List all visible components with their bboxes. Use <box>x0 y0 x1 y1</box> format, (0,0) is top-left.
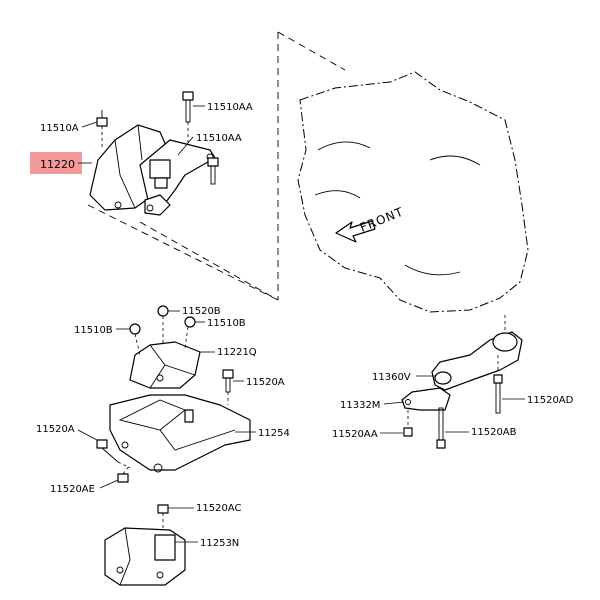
label-11520A-left: 11520A <box>36 424 75 435</box>
label-11360V: 11360V <box>372 372 411 383</box>
engine-outline <box>297 71 529 313</box>
bolt-11520AB <box>436 407 446 449</box>
bolt-11510AA-top <box>182 91 194 145</box>
label-11520AE: 11520AE <box>50 484 95 495</box>
part-11221Q-mount <box>129 341 201 389</box>
bolt-11520AA <box>403 410 413 437</box>
bolt-11520A-right <box>222 369 234 405</box>
label-11510B-right: 11510B <box>207 318 246 329</box>
part-11332M-bracket <box>401 387 451 411</box>
label-11520B: 11520B <box>182 306 221 317</box>
bolt-11510A <box>96 110 108 150</box>
label-11253N: 11253N <box>200 538 239 549</box>
bolt-11520A-left <box>96 439 131 469</box>
bolt-11520AE <box>117 464 131 483</box>
label-11510AA-top: 11510AA <box>207 102 253 113</box>
label-11520AB: 11520AB <box>471 427 517 438</box>
label-11510AA-mid: 11510AA <box>196 133 242 144</box>
label-11510B-left: 11510B <box>74 325 113 336</box>
nut-11510B-right <box>184 316 196 349</box>
label-11332M: 11332M <box>340 400 380 411</box>
label-11520AD: 11520AD <box>527 395 574 406</box>
bolt-11510AA-mid <box>207 157 219 185</box>
label-11520AA: 11520AA <box>332 429 378 440</box>
nut-11520B <box>157 305 169 345</box>
label-11220: 11220 <box>40 158 75 171</box>
part-11360V-torque-rod <box>431 312 523 391</box>
label-11520A-right: 11520A <box>246 377 285 388</box>
part-11254-crossmember <box>109 394 251 473</box>
highlight-11220 <box>30 152 82 174</box>
label-11221Q: 11221Q <box>217 347 257 358</box>
part-11253N-bracket <box>104 527 186 586</box>
label-11520AC: 11520AC <box>196 503 241 514</box>
bolt-11520AD <box>493 355 503 414</box>
label-11254: 11254 <box>258 428 290 439</box>
dashed-link <box>87 31 346 301</box>
nut-11510B-left <box>129 323 141 356</box>
label-11510A: 11510A <box>40 123 79 134</box>
part-11220-engine-mount <box>89 124 216 216</box>
